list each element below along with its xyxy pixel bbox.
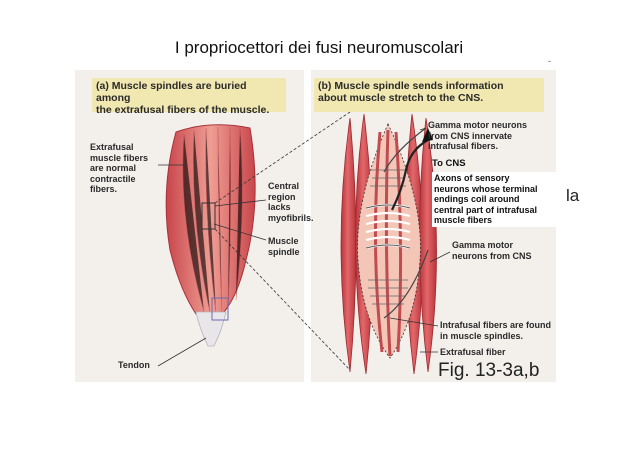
spindle-capsule <box>357 123 421 359</box>
extrafusal-fiber-right2 <box>419 117 437 373</box>
gamma-motor-bottom <box>383 249 429 319</box>
panel-b-leaders <box>389 127 451 353</box>
intrafusal-coil-outline <box>365 204 411 249</box>
stray-dash: - <box>548 56 551 66</box>
figure-reference: Fig. 13-3a,b <box>438 360 540 381</box>
panel-b-header: (b) Muscle spindle sends information abo… <box>314 78 544 112</box>
label-tendon: Tendon <box>118 360 150 370</box>
extrafusal-fiber-left <box>340 117 357 373</box>
stray-text-la: la <box>566 186 580 205</box>
panel-a-header: (a) Muscle spindles are buried among the… <box>92 78 286 116</box>
label-to-cns: To CNS <box>432 158 466 169</box>
label-extrafusal-fibers: Extrafusal muscle fibers are normal cont… <box>90 142 149 194</box>
gamma-motor-top <box>383 127 427 173</box>
spindle-box-lower <box>211 297 229 321</box>
panel-a-leaders <box>157 164 267 367</box>
slide-title: I propriocettori dei fusi neuromuscolari <box>174 38 464 57</box>
sensory-axon <box>391 139 429 211</box>
label-muscle-spindle: Muscle spindle <box>268 236 300 257</box>
label-intrafusal-fibers: Intrafusal fibers are found in muscle sp… <box>440 320 552 341</box>
label-central-region: Central region lacks myofibrils. <box>268 181 314 223</box>
panel-b-header-rest: sends information about muscle stretch t… <box>318 80 504 104</box>
label-gamma-motor-top: Gamma motor neurons from CNS innervate i… <box>428 120 528 151</box>
zoom-lines <box>214 111 351 371</box>
to-cns-arrowhead <box>422 128 433 142</box>
label-gamma-motor-bottom: Gamma motor neurons from CNS <box>452 240 532 261</box>
whole-muscle <box>165 124 256 347</box>
label-sensory-axons: Axons of sensory neurons whose terminal … <box>432 172 566 227</box>
spindle-box-upper <box>201 202 216 230</box>
spindle-closeup <box>340 113 437 375</box>
label-extrafusal-fiber: Extrafusal fiber <box>440 347 506 357</box>
panel-b-header-bold: (b) Muscle spindle <box>318 80 410 92</box>
